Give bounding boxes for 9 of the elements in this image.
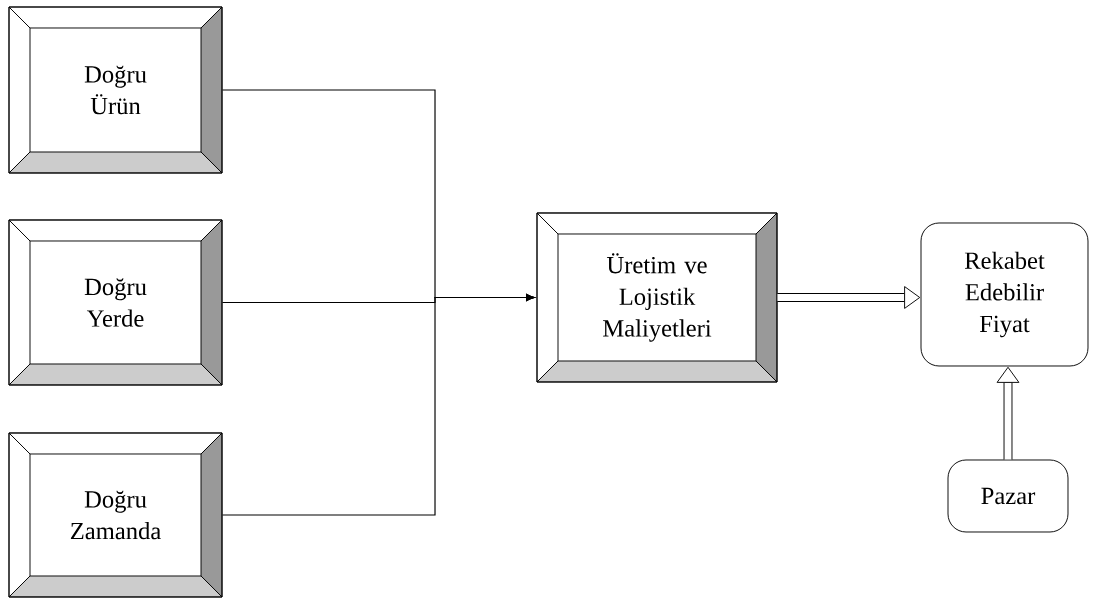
rounded-box: Rekabet Edebilir Fiyat [920, 222, 1089, 367]
beveled-box: Üretim ve Lojistik Maliyetleri [536, 212, 778, 383]
beveled-box: Doğru Yerde [8, 219, 223, 386]
block-arrow [777, 286, 921, 309]
beveled-box: Doğru Ürün [8, 6, 223, 174]
rounded-box: Pazar [947, 459, 1069, 533]
beveled-box: Doğru Zamanda [8, 432, 223, 598]
connector-arrow [221, 293, 535, 516]
block-arrow [996, 366, 1020, 460]
